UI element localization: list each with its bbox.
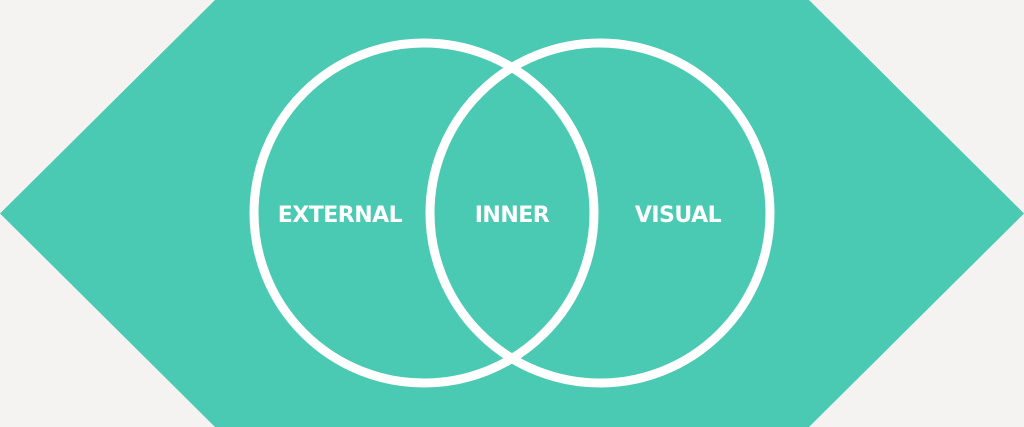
right-circle-outline [425,38,775,388]
left-set-label: EXTERNAL [278,203,403,228]
intersection-label: INNER [475,203,550,228]
left-circle-outline [249,38,599,388]
right-set-label: VISUAL [635,203,722,228]
